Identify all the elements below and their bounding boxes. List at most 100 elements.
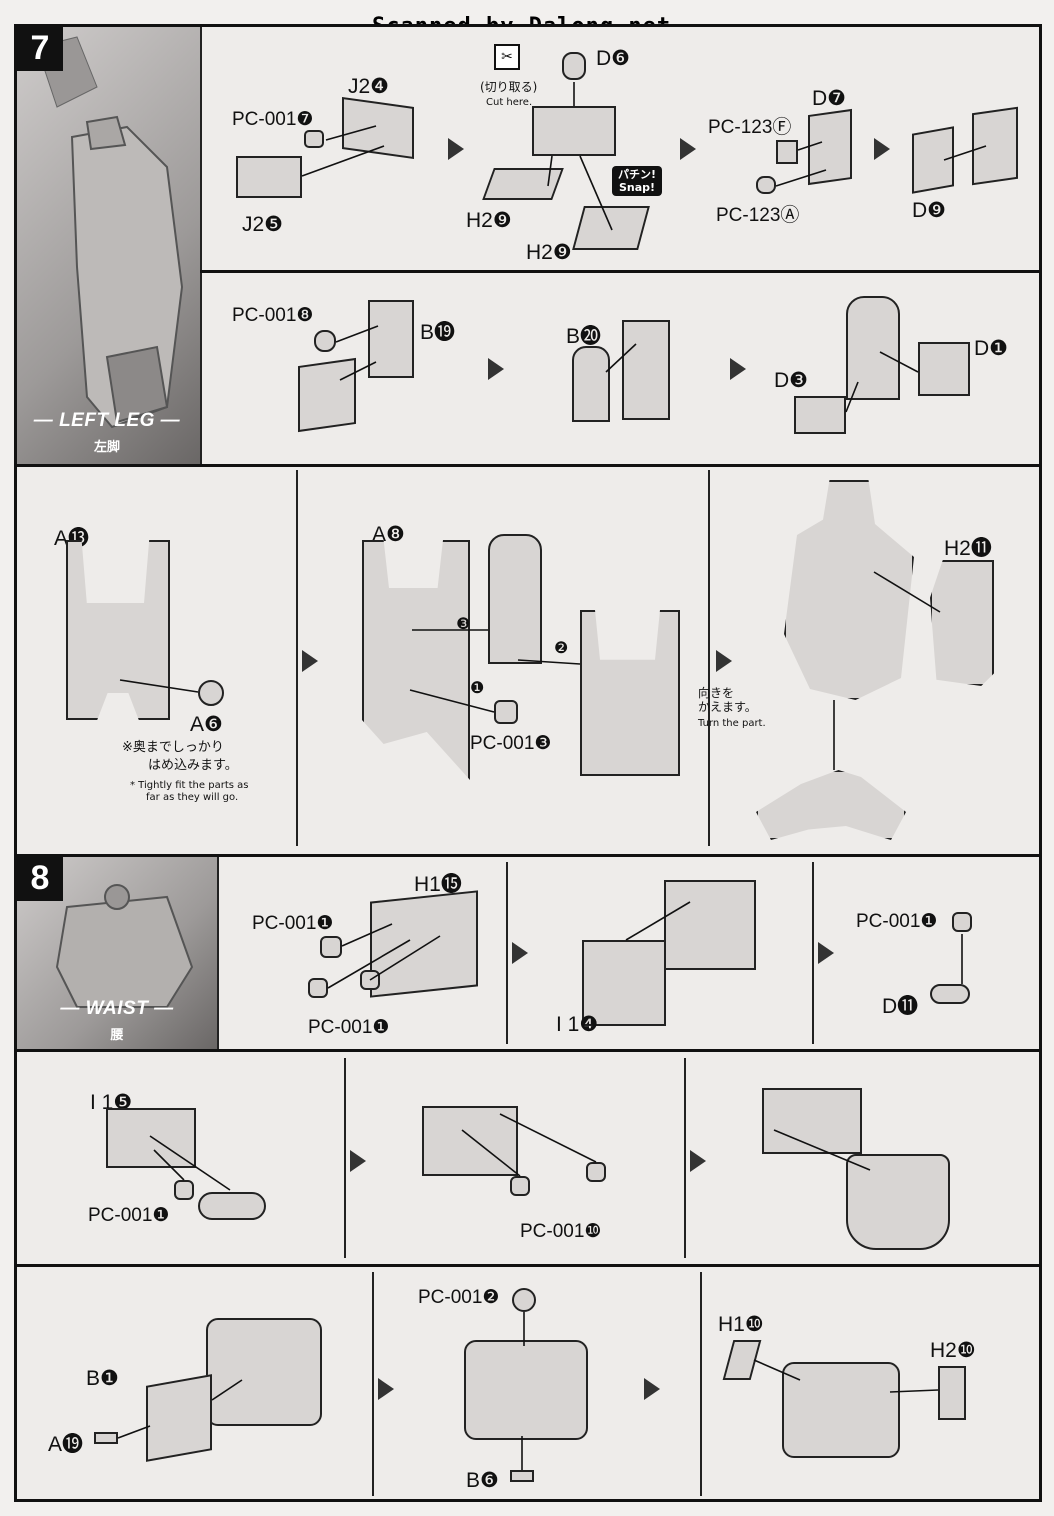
part-waist-front [464, 1340, 588, 1440]
note-turn-jp-2: かえます。 [698, 700, 757, 714]
label-j2-4: J2❹ [348, 75, 390, 98]
label-pc001-1c: PC-001❶ [856, 911, 938, 932]
part-h2-11 [930, 560, 994, 686]
step8-row-divider-1 [17, 1049, 1039, 1052]
label-a6: A❻ [190, 713, 223, 736]
label-d3: D❸ [774, 369, 808, 392]
flow-arrow [874, 138, 890, 160]
flow-arrow [488, 358, 504, 380]
step8-row3-divider-2 [700, 1272, 702, 1496]
part-leg-frame [488, 534, 542, 664]
label-d7: D❼ [812, 87, 846, 110]
step7-panel-divider [200, 27, 202, 464]
step8-section-title: — WAIST — [60, 998, 174, 1019]
label-h2-11: H2⓫ [944, 537, 992, 560]
flow-arrow [730, 358, 746, 380]
part-hip-frame [422, 1106, 518, 1176]
note-turn-jp-1: 向きを [698, 686, 735, 700]
step7-row-divider-1 [200, 270, 1039, 273]
part-pc001-10a [510, 1176, 530, 1196]
part-b20-assembled [622, 320, 670, 420]
label-d9: D❾ [912, 199, 946, 222]
order-1: ❶ [470, 678, 485, 697]
part-pc123-a [756, 176, 776, 194]
part-pc001-2 [512, 1288, 536, 1312]
part-a6 [198, 680, 224, 706]
part-waist-body [206, 1318, 322, 1426]
step8-row2-divider-1 [344, 1058, 346, 1258]
step8-number: 8 [17, 857, 63, 901]
part-i1-5 [106, 1108, 196, 1168]
step8-row1-divider-1 [506, 862, 508, 1044]
step8-section-jp: 腰 [110, 1028, 124, 1043]
note-fit-en-2: far as they will go. [146, 792, 239, 803]
label-b20: B⓴ [566, 325, 602, 348]
label-pc001-8: PC-001❽ [232, 305, 314, 326]
part-h1-15-assembled [664, 880, 756, 970]
label-h2-9b: H2❾ [526, 241, 572, 264]
label-pc001-10: PC-001❿ [520, 1221, 602, 1242]
note-fit-jp-1: ※奥までしっかり [122, 740, 224, 755]
flow-arrow [716, 650, 732, 672]
flow-arrow [818, 942, 834, 964]
left-leg-illustration [36, 36, 184, 429]
label-pc123-f: PC-123Ⓕ [708, 117, 792, 138]
order-2: ❷ [554, 638, 569, 657]
label-h1-15: H1⓯ [414, 873, 462, 896]
step8-panel-divider [217, 857, 219, 1049]
label-pc001-2: PC-001❷ [418, 1287, 500, 1308]
part-d3 [794, 396, 846, 434]
step7-side-panel [17, 27, 200, 464]
step7-section-jp: 左脚 [93, 440, 120, 455]
label-i1-4: I 1❹ [556, 1013, 599, 1036]
flow-arrow [512, 942, 528, 964]
note-fit-en-1: * Tightly fit the parts as [130, 780, 249, 791]
label-pc001-7: PC-001❼ [232, 109, 314, 130]
label-pc001-1: PC-001❶ [88, 1205, 170, 1226]
order-3: ❸ [456, 614, 471, 633]
note-cut-jp: (切り取る) [480, 80, 538, 94]
part-waist-complete [782, 1362, 900, 1458]
step7-number: 7 [17, 27, 63, 71]
step7-section-title: — LEFT LEG — [33, 410, 181, 431]
part-a19 [94, 1432, 118, 1444]
part-b20 [572, 346, 610, 422]
step8-row2-divider-2 [684, 1058, 686, 1258]
waist-illustration [55, 884, 194, 1008]
part-pc123-f [776, 140, 798, 164]
label-d11: D⓫ [882, 995, 919, 1018]
part-b6 [510, 1470, 534, 1482]
flow-arrow [644, 1378, 660, 1400]
flow-arrow [378, 1378, 394, 1400]
label-b1: B❶ [86, 1367, 119, 1390]
part-d6 [562, 52, 586, 80]
scissors-icon: ✂ [494, 44, 520, 70]
flow-arrow [680, 138, 696, 160]
note-cut-en: Cut here. [486, 97, 533, 108]
snap-badge: パチン! Snap! [612, 166, 662, 196]
part-d11 [930, 984, 970, 1004]
step7-row-divider-2 [17, 464, 1039, 467]
part-j2-5 [236, 156, 302, 198]
label-pc001-3: PC-001❸ [470, 733, 552, 754]
label-j2-5: J2❺ [242, 213, 284, 236]
label-d6: D❻ [596, 47, 630, 70]
part-pc001-1c [952, 912, 972, 932]
part-pc001-1a [320, 936, 342, 958]
step7-row3-divider-1 [296, 470, 298, 846]
step7-row3-divider-2 [708, 470, 710, 846]
label-pc123-a: PC-123Ⓐ [716, 205, 800, 226]
label-h1-10: H1❿ [718, 1313, 764, 1336]
part-ball-joint [198, 1192, 266, 1220]
part-pc001-1 [174, 1180, 194, 1200]
part-pc001-8 [314, 330, 336, 352]
label-d1: D❶ [974, 337, 1008, 360]
label-pc001-1b: PC-001❶ [308, 1017, 390, 1038]
label-h2-9a: H2❾ [466, 209, 512, 232]
label-a19: A⓳ [48, 1433, 84, 1456]
part-d1 [918, 342, 970, 396]
label-b19: B⓳ [420, 321, 456, 344]
label-b6: B❻ [466, 1469, 499, 1492]
step8-row-divider-2 [17, 1264, 1039, 1267]
